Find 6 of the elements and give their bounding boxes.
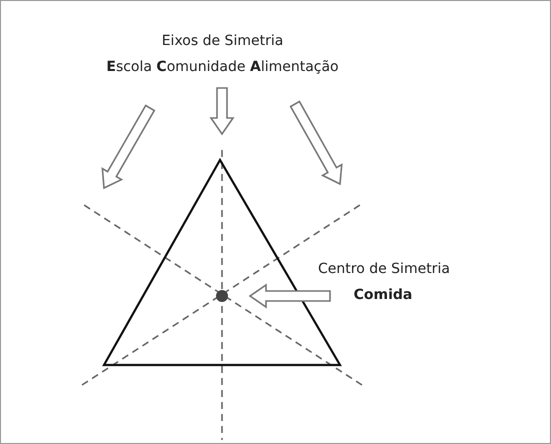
arrow	[248, 283, 331, 309]
subheading-text: Escola Comunidade Alimentação	[105, 58, 340, 77]
subheading-text: Comida	[352, 286, 414, 305]
heading-text: Centro de Simetria	[318, 260, 448, 279]
heading-text: Eixos de Simetria	[160, 32, 284, 51]
center-point	[216, 290, 228, 302]
